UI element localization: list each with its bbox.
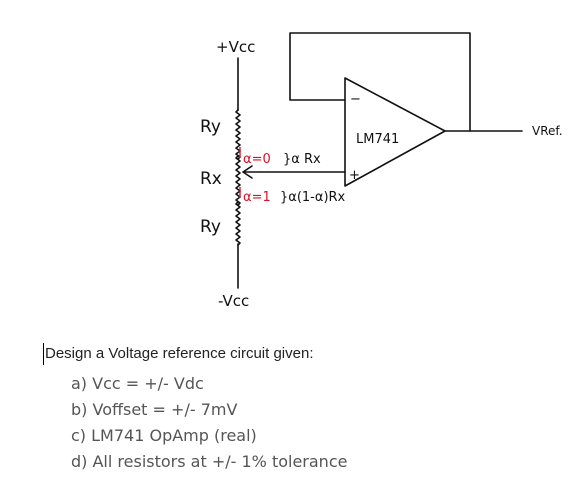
problem-statement: Design a Voltage reference circuit given… (43, 343, 563, 475)
voltage-reference-circuit-diagram: +Vcc -Vcc Ry Rx Ry α=0 }α Rx α=1 }α(1-α)… (200, 32, 563, 310)
resistor-ry-bottom (235, 201, 241, 246)
vcc-negative-label: -Vcc (218, 292, 249, 310)
opamp-triangle (344, 77, 446, 187)
ry-top-label: Ry (200, 117, 221, 137)
requirements-list: a) Vcc = +/- Vdc b) Voffset = +/- 7mV c)… (43, 371, 563, 475)
requirement-item: b) Voffset = +/- 7mV (71, 400, 238, 419)
alpha-zero-label: α=0 (243, 152, 271, 167)
problem-prompt: Design a Voltage reference circuit given… (43, 343, 563, 365)
inverting-input-sign: − (350, 92, 361, 107)
requirement-item: a) Vcc = +/- Vdc (71, 374, 204, 393)
alpha-one-label: α=1 (243, 190, 271, 205)
alpha-expr-label: }α(1-α)Rx (280, 190, 346, 205)
requirement-item: c) LM741 OpAmp (real) (71, 426, 257, 445)
vref-output-label: VRef. (532, 124, 563, 138)
alpha-rx-label: }α Rx (283, 152, 321, 167)
ry-bottom-label: Ry (200, 217, 221, 237)
opamp-label: LM741 (356, 132, 399, 147)
noninverting-input-sign: + (349, 168, 360, 183)
requirement-item: d) All resistors at +/- 1% tolerance (71, 452, 348, 471)
vcc-positive-label: +Vcc (216, 38, 255, 56)
feedback-wire (289, 32, 471, 132)
rx-label: Rx (200, 169, 222, 189)
wiper-arrowhead (242, 165, 253, 179)
